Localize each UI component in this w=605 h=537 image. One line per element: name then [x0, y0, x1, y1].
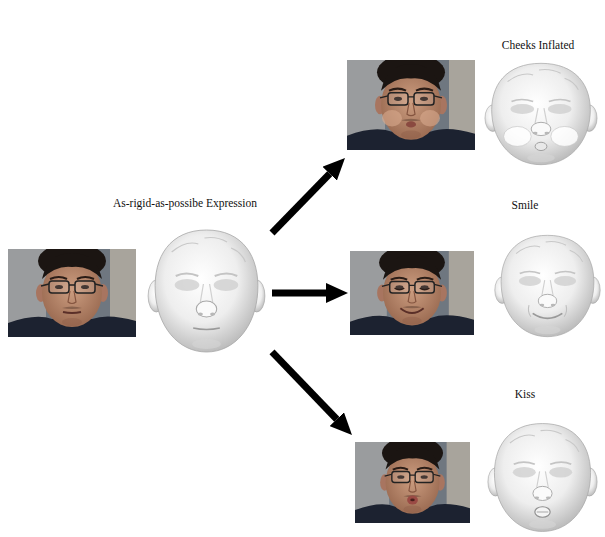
- face-render: [485, 63, 597, 164]
- image-panel: Smile: [348, 197, 603, 342]
- panel-heading: Cheeks Inflated: [502, 38, 575, 52]
- image-panel: Kiss: [352, 386, 603, 536]
- image-panel: Cheeks Inflated: [345, 36, 603, 170]
- arrow: [272, 174, 330, 233]
- photo: [347, 54, 475, 150]
- photo: [8, 243, 136, 337]
- face-render: [488, 424, 597, 532]
- arrow: [272, 289, 326, 296]
- image-panel: As-rigid-as-possibe Expression: [6, 192, 272, 360]
- photo: [350, 245, 474, 335]
- panel-heading: As-rigid-as-possibe Expression: [113, 196, 257, 210]
- face-render: [495, 235, 600, 336]
- panel-heading: Kiss: [515, 387, 535, 401]
- face-render: [148, 230, 265, 352]
- photo: [355, 436, 470, 523]
- arrow: [272, 352, 337, 419]
- panel-heading: Smile: [512, 198, 539, 212]
